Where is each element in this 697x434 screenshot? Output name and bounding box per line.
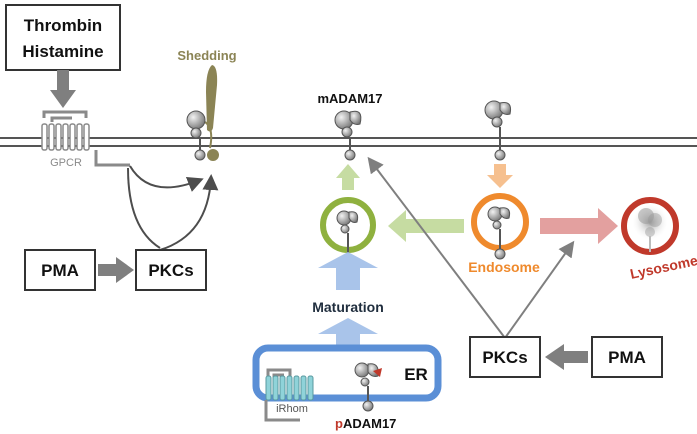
lysosome-label: Lysosome [629,252,697,282]
padam17-rest: ADAM17 [343,416,396,431]
pma-right-box: PMA [591,336,663,378]
recycling-arrow [388,210,464,242]
pma-right-label: PMA [608,348,646,367]
pkcs-right-label: PKCs [482,348,527,367]
endosome: Endosome [468,193,540,275]
degradation-arrow [540,208,618,244]
irhom-protein: iRhom [264,368,314,422]
irhom-label: iRhom [276,403,308,415]
mature-compartment [320,164,376,265]
gpcr-receptor: GPCR [41,110,130,169]
madam17-membrane: mADAM17 [317,91,383,161]
madam17-label: mADAM17 [317,91,382,106]
padam17-label: pADAM17 [335,416,396,431]
histamine-label: Histamine [22,42,103,61]
pma-to-pkcs-arrow [98,257,134,283]
pkcs-right-box: PKCs [469,336,541,378]
endosome-label: Endosome [468,259,540,275]
thrombin-label: Thrombin [24,16,102,35]
gpcr-label: GPCR [50,157,82,169]
maturation-arrows: Maturation [312,252,384,346]
pma-to-pkcs-right-arrow [545,344,588,370]
padam17-protein: pADAM17 [335,362,396,431]
pkcs-left-label: PKCs [148,261,193,280]
plasma-membrane [0,137,697,147]
padam17-prefix: p [335,416,343,431]
maturation-label: Maturation [312,299,384,315]
lysosome: Lysosome [621,197,697,282]
pkc-activation-arrows [127,165,219,251]
pma-left-box: PMA [24,249,96,291]
shedding-label: Shedding [177,48,236,63]
pma-left-label: PMA [41,261,79,280]
pkc-right-arrows [367,156,575,339]
shedding-adam17: Shedding [177,48,237,161]
adam17-endocytosis [484,100,513,188]
thrombin-histamine-box: Thrombin Histamine [5,4,121,71]
er-label: ER [404,365,428,384]
pkcs-left-box: PKCs [135,249,207,291]
thrombin-to-gpcr-arrow [50,70,76,108]
